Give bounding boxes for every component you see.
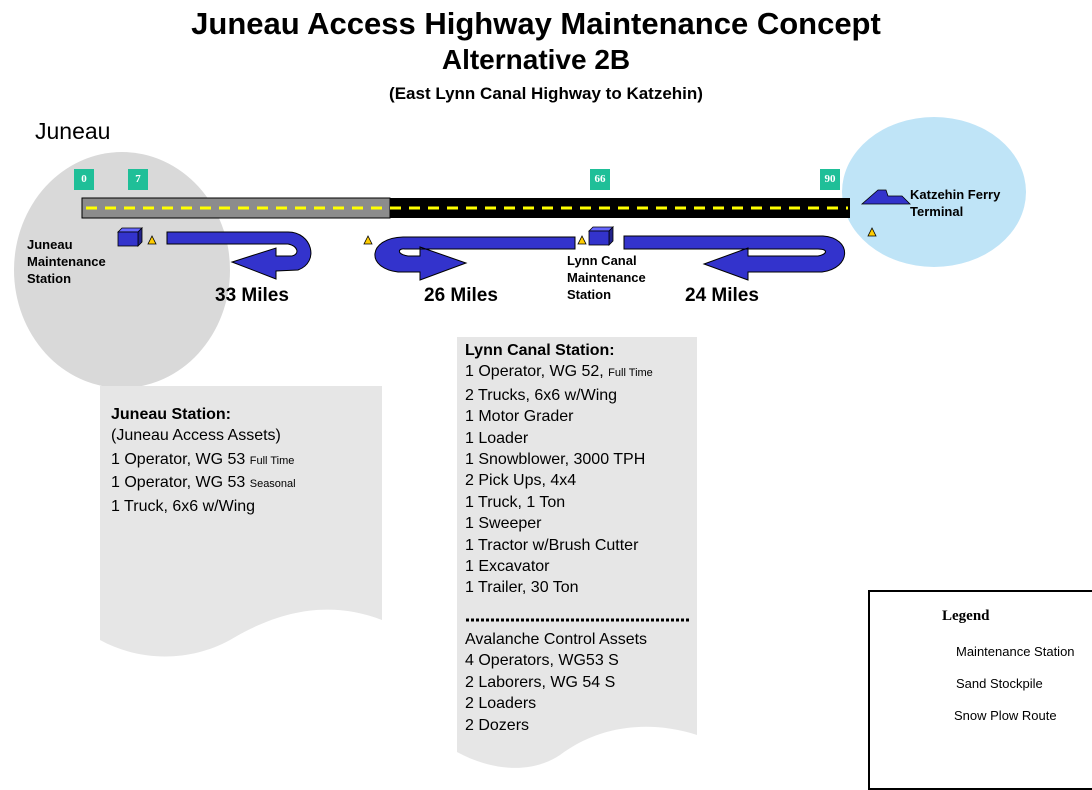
sand-stockpile-icon — [147, 235, 157, 245]
route-distance-3: 24 Miles — [685, 285, 759, 306]
lynn-panel-line: 1 Loader — [465, 429, 529, 447]
lynn-canal-station-label: Lynn Canal Maintenance Station — [567, 253, 646, 302]
ferry-icon — [860, 189, 911, 205]
lynn-panel-line: 1 Snowblower, 3000 TPH — [465, 451, 646, 469]
snow-plow-route-arrow — [623, 235, 846, 281]
lynn-panel-shape — [457, 337, 697, 768]
juneau-panel-heading: Juneau Station: — [111, 406, 232, 423]
subtitle: (East Lynn Canal Highway to Katzehin) — [389, 84, 703, 103]
lynn-panel-heading: Lynn Canal Station: — [465, 342, 615, 359]
milepost-66: 66 — [590, 169, 610, 190]
avalanche-assets: Avalanche Control Assets 4 Operators, WG… — [465, 629, 647, 736]
legend-title: Legend — [942, 608, 990, 624]
juneau-panel-line: 1 Truck, 6x6 w/Wing — [111, 497, 256, 515]
lynn-panel-line: 2 Trucks, 6x6 w/Wing — [465, 386, 618, 404]
snow-plow-route-arrow — [374, 236, 576, 281]
sand-stockpile-icon — [867, 227, 877, 237]
avalanche-line: 2 Loaders — [465, 695, 537, 713]
milepost-0: 0 — [74, 169, 94, 190]
juneau-station-panel: Juneau Station: (Juneau Access Assets) 1… — [111, 404, 296, 519]
juneau-station-label: Juneau Maintenance Station — [27, 237, 106, 286]
katzehin-area — [842, 117, 1026, 267]
juneau-area-label: Juneau — [35, 118, 111, 144]
route-distance-1: 33 Miles — [215, 285, 289, 306]
juneau-panel-shape — [100, 386, 382, 657]
legend-item-sand-stockpile: Sand Stockpile — [956, 676, 1043, 691]
milepost-7: 7 — [128, 169, 148, 190]
lynn-panel-line: 2 Pick Ups, 4x4 — [465, 472, 577, 490]
avalanche-line: 2 Laborers, WG 54 S — [465, 673, 616, 691]
juneau-panel-line: (Juneau Access Assets) — [111, 427, 281, 445]
lynn-panel-line: 1 Trailer, 30 Ton — [465, 579, 579, 597]
lynn-panel-line: 1 Tractor w/Brush Cutter — [465, 536, 639, 554]
legend-item-maintenance-station: Maintenance Station — [956, 644, 1075, 659]
lynn-panel-line: 1 Sweeper — [465, 515, 542, 533]
route-distance-2: 26 Miles — [424, 285, 498, 306]
lynn-panel-line: 1 Excavator — [465, 558, 550, 576]
legend-item-snow-plow-route: Snow Plow Route — [954, 708, 1057, 723]
lynn-panel-line: 1 Operator, WG 52, Full Time — [465, 363, 653, 381]
sand-stockpile-icon — [577, 235, 587, 245]
avalanche-line: 2 Dozers — [465, 716, 530, 734]
legend-box: Legend Maintenance Station Sand Stockpil… — [868, 590, 1092, 790]
juneau-station-icon — [117, 227, 143, 247]
lynn-panel-line: 1 Motor Grader — [465, 408, 574, 426]
juneau-panel-line: 1 Operator, WG 53 Full Time — [111, 450, 295, 468]
lynn-canal-station-panel: Lynn Canal Station: 1 Operator, WG 52, F… — [465, 340, 653, 599]
snow-plow-route-arrow — [166, 231, 312, 280]
avalanche-line: 4 Operators, WG53 S — [465, 652, 619, 670]
sand-stockpile-icon — [363, 235, 373, 245]
lynn-panel-line: 1 Truck, 1 Ton — [465, 493, 566, 511]
juneau-panel-line: 1 Operator, WG 53 Seasonal — [111, 474, 296, 492]
ferry-terminal-label: Katzehin Ferry Terminal — [910, 187, 1001, 219]
title-line-2: Alternative 2B — [441, 44, 631, 75]
milepost-90: 90 — [820, 169, 840, 190]
avalanche-heading: Avalanche Control Assets — [465, 631, 648, 648]
lynn-canal-station-icon — [588, 226, 614, 246]
title-line-1: Juneau Access Highway Maintenance Concep… — [191, 6, 881, 41]
